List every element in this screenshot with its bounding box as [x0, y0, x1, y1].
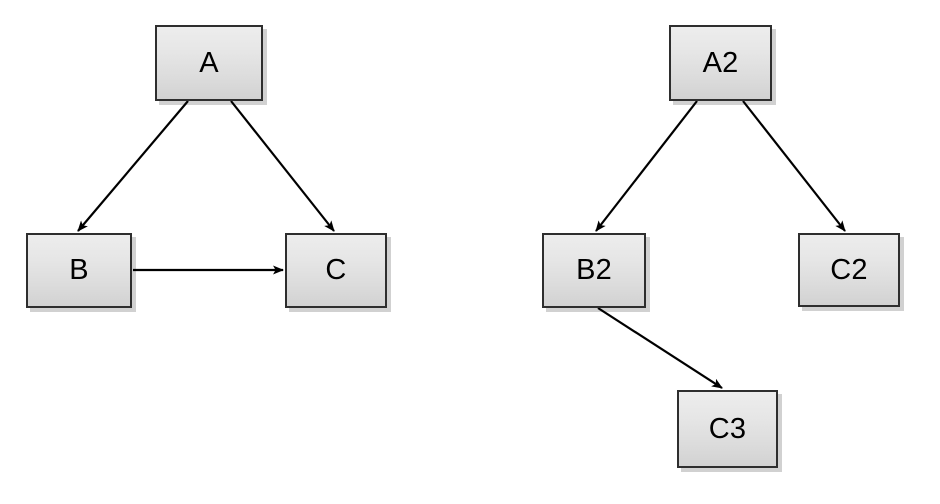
- node-c[interactable]: C: [285, 233, 387, 308]
- node-b2[interactable]: B2: [542, 233, 646, 308]
- node-a[interactable]: A: [155, 25, 263, 101]
- node-a2[interactable]: A2: [669, 25, 772, 101]
- edge-a2-to-b2: [595, 100, 698, 232]
- edge-a2-to-c2: [742, 100, 846, 232]
- edge-b2-to-c3: [597, 307, 723, 389]
- node-c2[interactable]: C2: [798, 233, 900, 307]
- edge-a-to-b: [77, 100, 189, 232]
- node-label-a: A: [199, 46, 219, 79]
- node-label-c3: C3: [708, 412, 747, 445]
- edge-a-to-c: [230, 100, 335, 232]
- node-label-c2: C2: [830, 253, 868, 286]
- node-b[interactable]: B: [26, 233, 132, 308]
- node-label-a2: A2: [702, 46, 739, 79]
- node-label-b2: B2: [576, 254, 612, 286]
- node-label-b: B: [69, 254, 89, 286]
- node-label-c: C: [325, 254, 347, 286]
- node-c3[interactable]: C3: [677, 390, 778, 468]
